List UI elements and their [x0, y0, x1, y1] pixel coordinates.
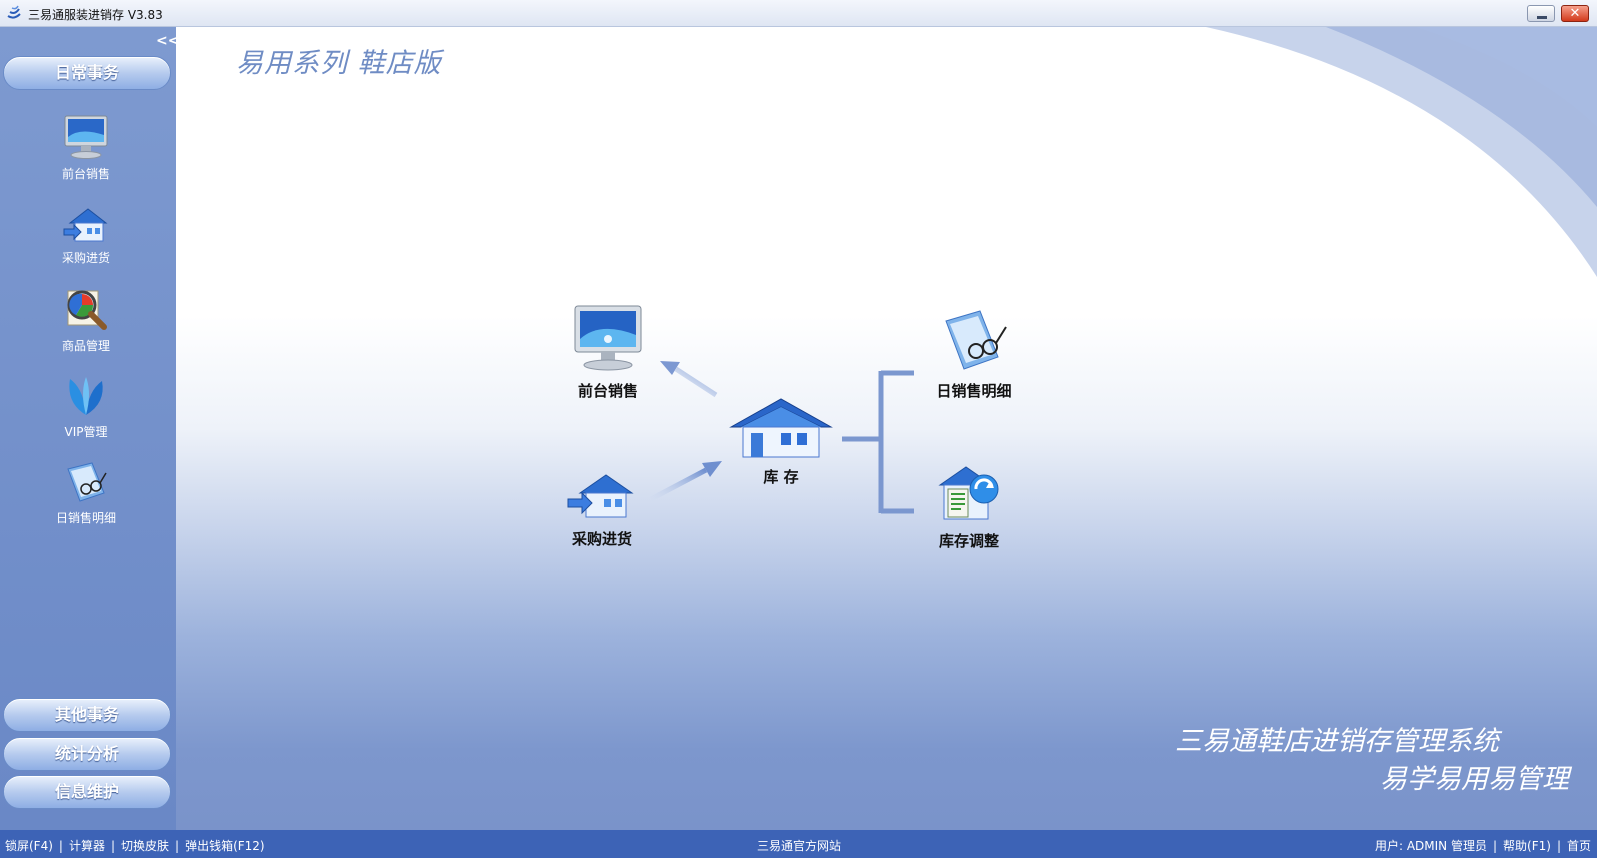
house-icon: [729, 398, 833, 458]
sidebar-item-label: 前台销售: [61, 167, 110, 181]
arrow-to-front-sales: [674, 366, 718, 398]
help-link[interactable]: 帮助(F1): [1503, 839, 1551, 853]
section-daily-affairs[interactable]: 日常事务: [3, 56, 171, 90]
user-value: ADMIN 管理员: [1406, 839, 1487, 853]
official-website-link[interactable]: 三易通官方网站: [757, 839, 842, 853]
home-link[interactable]: 首页: [1566, 839, 1591, 853]
calculator-link[interactable]: 计算器: [68, 839, 105, 853]
section-info-maintenance[interactable]: 信息维护: [3, 775, 171, 809]
sidebar-item-label: VIP管理: [64, 425, 108, 439]
house-arrow-icon: [63, 208, 108, 242]
sidebar-item-products[interactable]: 商品管理: [38, 285, 134, 354]
flow-stock-adjust[interactable]: 库存调整: [934, 463, 1004, 551]
flow-purchase[interactable]: 采购进货: [566, 471, 638, 549]
sidebar-item-label: 采购进货: [61, 251, 110, 265]
close-button[interactable]: ✕: [1561, 5, 1589, 22]
arrow-from-purchase: [649, 467, 708, 502]
vip-leaf-icon: [69, 377, 103, 415]
flow-label: 采购进货: [571, 530, 632, 548]
brand-system-name: 三易通鞋店进销存管理系统: [1175, 726, 1499, 757]
flow-label: 库存调整: [938, 532, 999, 550]
notebook-glasses-icon: [67, 462, 107, 502]
sidebar: << 日常事务 前台销售 采购进货 商品管理: [0, 27, 180, 830]
flow-label: 前台销售: [577, 382, 638, 400]
monitor-icon: [574, 305, 642, 371]
brand-slogan: 易学易用易管理: [1380, 764, 1569, 795]
close-icon: ✕: [1569, 6, 1581, 21]
status-bar: 锁屏(F4)|计算器|切换皮肤|弹出钱箱(F12) 三易通官方网站 用户: AD…: [0, 830, 1597, 858]
section-other-affairs[interactable]: 其他事务: [3, 698, 171, 732]
notebook-glasses-icon: [945, 310, 1007, 370]
monitor-icon: [64, 115, 108, 159]
flow-connectors: [649, 361, 914, 514]
bracket-connector: [842, 370, 914, 514]
sidebar-item-purchase[interactable]: 采购进货: [38, 205, 134, 266]
stock-adjust-icon: [938, 466, 999, 520]
open-cashbox-link[interactable]: 弹出钱箱(F12): [185, 839, 265, 853]
sidebar-item-label: 日销售明细: [55, 511, 116, 525]
house-arrow-icon: [567, 474, 634, 518]
minimize-button[interactable]: [1527, 5, 1555, 22]
flow-inventory[interactable]: 库 存: [729, 397, 833, 487]
window-title: 三易通服装进销存 V3.83: [28, 8, 163, 22]
section-statistics[interactable]: 统计分析: [3, 737, 171, 771]
sidebar-item-label: 商品管理: [61, 339, 110, 353]
sidebar-item-front-sales[interactable]: 前台销售: [38, 113, 134, 182]
flow-label: 日销售明细: [936, 382, 1012, 400]
sidebar-item-daily-detail[interactable]: 日销售明细: [38, 459, 134, 526]
flow-front-sales[interactable]: 前台销售: [572, 303, 644, 401]
brand-series-title: 易用系列 鞋店版: [236, 48, 442, 79]
switch-skin-link[interactable]: 切换皮肤: [121, 839, 170, 853]
app-logo-icon: [7, 5, 21, 19]
sidebar-item-vip[interactable]: VIP管理: [38, 373, 134, 440]
flow-label: 库 存: [763, 468, 799, 486]
user-label: 用户:: [1374, 839, 1404, 853]
title-bar: 三易通服装进销存 V3.83 ✕: [0, 0, 1597, 27]
decorative-swoosh: [1206, 27, 1597, 277]
main-panel: 易用系列 鞋店版 前台销售: [176, 27, 1597, 830]
collapse-sidebar-button[interactable]: <<: [156, 33, 180, 49]
lock-screen-link[interactable]: 锁屏(F4): [5, 839, 53, 853]
magnifier-chart-icon: [67, 290, 107, 330]
flow-daily-detail[interactable]: 日销售明细: [936, 307, 1012, 401]
